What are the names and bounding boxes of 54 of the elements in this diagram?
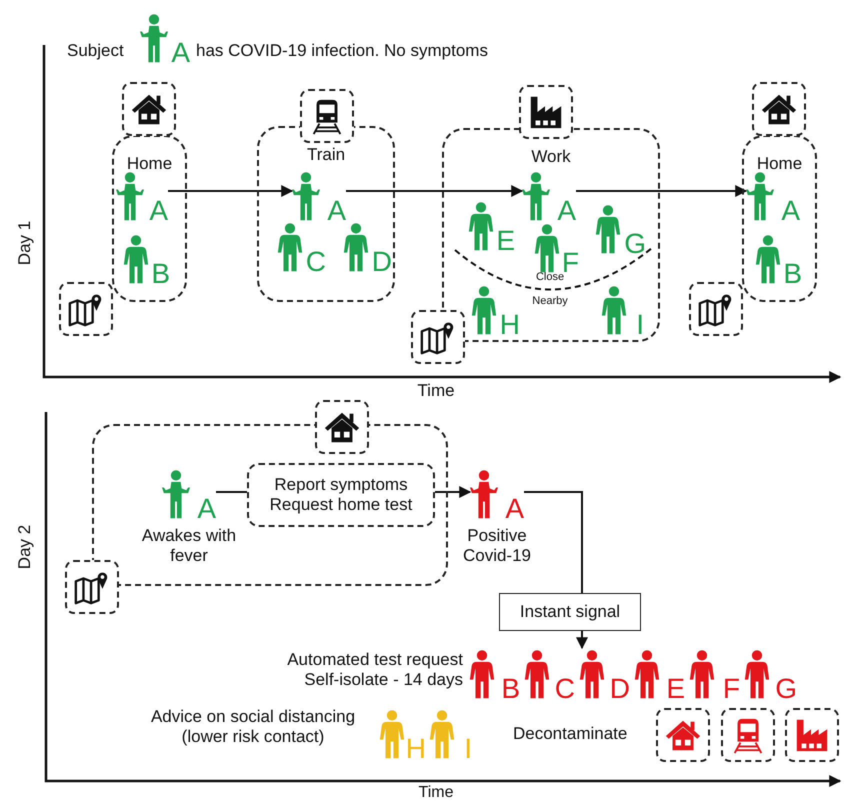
axis-title: Day 2 [14, 524, 35, 570]
box-text: Report symptoms [274, 474, 408, 495]
box-text: Request home test [270, 495, 412, 516]
location-group [112, 135, 187, 302]
person-label: B [151, 260, 170, 288]
note-text: has COVID-19 infection. No symptoms [196, 41, 488, 62]
arrow [576, 185, 748, 197]
person-label: A [149, 197, 168, 225]
person-label: B [783, 260, 802, 288]
person-label: I [464, 735, 472, 763]
arrow [346, 185, 524, 197]
connector-line [524, 491, 583, 593]
note-text: Automated test request Self-isolate - 14 days [286, 650, 463, 691]
zone-label: Close [536, 271, 564, 284]
axis-title: Time [418, 783, 454, 802]
zone-label: Nearby [532, 295, 568, 308]
person-label: A [327, 197, 346, 225]
status-caption: Awakes with fever [140, 526, 238, 567]
person-label: C [306, 248, 326, 276]
person-label: D [610, 675, 630, 703]
axis-title: Time [417, 381, 455, 402]
person-label: A [197, 495, 216, 523]
connector-line [216, 491, 247, 493]
person-label: C [554, 675, 575, 703]
person-label: A [171, 39, 190, 67]
person-label: B [501, 675, 520, 703]
arrow [576, 631, 588, 650]
person-label: H [500, 311, 520, 339]
person-label: A [781, 197, 800, 225]
group-title: Work [531, 148, 571, 167]
process-box [247, 463, 435, 527]
location-group [742, 135, 817, 302]
person-label: G [624, 230, 646, 258]
note-text: Advice on social distancing (lower risk contact) [150, 707, 356, 748]
person-label: F [722, 675, 740, 703]
person-label: D [372, 248, 392, 276]
signal-box [499, 593, 641, 631]
box-text: Instant signal [520, 602, 620, 622]
axis-title: Day 1 [14, 220, 35, 266]
person-label: I [636, 311, 644, 339]
person-label: H [406, 735, 426, 763]
note-text: Subject [67, 41, 124, 62]
person-label: G [775, 675, 797, 703]
status-caption: Positive Covid-19 [462, 526, 532, 567]
group-title: Home [756, 155, 802, 174]
person-label: E [496, 227, 515, 255]
arrow [168, 185, 294, 197]
person-label: A [505, 495, 524, 523]
person-label: A [557, 197, 576, 225]
group-title: Home [126, 155, 172, 174]
note-text: Decontaminate [513, 724, 628, 744]
group-title: Train [306, 146, 346, 165]
arrow [435, 486, 472, 498]
person-label: E [666, 675, 685, 703]
